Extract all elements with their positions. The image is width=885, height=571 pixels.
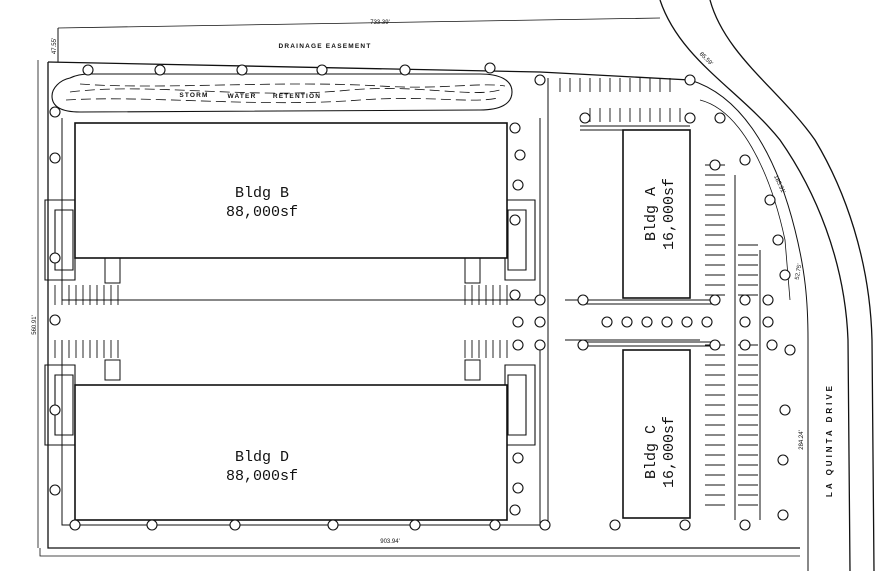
water-label: WATER xyxy=(228,93,257,100)
tree-icon xyxy=(739,316,751,328)
building-a: Bldg A 16,000sf xyxy=(622,129,691,299)
tree-icon xyxy=(739,154,751,166)
dimension-right-lower: 284.24' xyxy=(799,430,805,450)
tree-icon xyxy=(577,339,589,351)
tree-icon xyxy=(679,519,691,531)
tree-icon xyxy=(514,149,526,161)
tree-icon xyxy=(714,112,726,124)
tree-icon xyxy=(409,519,421,531)
tree-icon xyxy=(82,64,94,76)
dimension-curve-3: 52.75' xyxy=(795,263,804,280)
building-a-area: 16,000sf xyxy=(661,178,678,250)
landscape-trees xyxy=(49,62,796,531)
tree-icon xyxy=(762,316,774,328)
tree-icon xyxy=(601,316,613,328)
la-quinta-drive-label: LA QUINTA DRIVE xyxy=(825,383,834,497)
tree-icon xyxy=(512,482,524,494)
dimension-top: 733.39' xyxy=(370,20,390,26)
tree-icon xyxy=(777,509,789,521)
tree-icon xyxy=(661,316,673,328)
tree-icon xyxy=(49,106,61,118)
tree-icon xyxy=(49,314,61,326)
dimension-curve-1: 85.59' xyxy=(698,51,714,67)
tree-icon xyxy=(762,294,774,306)
tree-icon xyxy=(509,289,521,301)
tree-icon xyxy=(49,484,61,496)
tree-icon xyxy=(739,339,751,351)
tree-icon xyxy=(534,74,546,86)
dimension-bottom: 903.94' xyxy=(380,539,400,545)
tree-icon xyxy=(484,62,496,74)
tree-icon xyxy=(146,519,158,531)
tree-icon xyxy=(701,316,713,328)
tree-icon xyxy=(579,112,591,124)
tree-icon xyxy=(327,519,339,531)
tree-icon xyxy=(779,269,791,281)
building-c-area: 16,000sf xyxy=(661,416,678,488)
tree-icon xyxy=(766,339,778,351)
tree-icon xyxy=(49,252,61,264)
tree-icon xyxy=(684,112,696,124)
tree-icon xyxy=(772,234,784,246)
tree-icon xyxy=(489,519,501,531)
retention-label: RETENTION xyxy=(273,93,321,100)
tree-icon xyxy=(609,519,621,531)
tree-icon xyxy=(709,339,721,351)
tree-icon xyxy=(621,316,633,328)
tree-icon xyxy=(709,294,721,306)
parking-stalls xyxy=(54,78,758,506)
tree-icon xyxy=(512,339,524,351)
tree-icon xyxy=(229,519,241,531)
dimension-left: 560.91' xyxy=(32,315,38,335)
tree-icon xyxy=(779,404,791,416)
building-d-name: Bldg D xyxy=(235,449,289,466)
tree-icon xyxy=(49,152,61,164)
tree-icon xyxy=(534,316,546,328)
tree-icon xyxy=(512,179,524,191)
property-boundary xyxy=(37,17,800,557)
building-b: Bldg B 88,000sf xyxy=(74,122,508,259)
tree-icon xyxy=(49,404,61,416)
tree-icon xyxy=(684,74,696,86)
tree-icon xyxy=(739,294,751,306)
la-quinta-drive-road xyxy=(659,0,875,571)
tree-icon xyxy=(512,316,524,328)
building-d: Bldg D 88,000sf xyxy=(74,384,508,521)
tree-icon xyxy=(534,339,546,351)
tree-icon xyxy=(739,519,751,531)
drainage-easement-label: DRAINAGE EASEMENT xyxy=(279,43,372,50)
tree-icon xyxy=(69,519,81,531)
tree-icon xyxy=(784,344,796,356)
building-b-area: 88,000sf xyxy=(226,204,298,221)
tree-icon xyxy=(709,159,721,171)
building-d-area: 88,000sf xyxy=(226,468,298,485)
building-c: Bldg C 16,000sf xyxy=(622,349,691,519)
tree-icon xyxy=(509,122,521,134)
tree-icon xyxy=(399,64,411,76)
tree-icon xyxy=(534,294,546,306)
loading-docks xyxy=(44,199,536,446)
tree-icon xyxy=(509,504,521,516)
tree-icon xyxy=(641,316,653,328)
tree-icon xyxy=(681,316,693,328)
storm-label: STORM xyxy=(179,92,208,99)
planter-strips xyxy=(580,125,715,347)
tree-icon xyxy=(154,64,166,76)
tree-icon xyxy=(236,64,248,76)
tree-icon xyxy=(577,294,589,306)
tree-icon xyxy=(764,194,776,206)
building-c-name: Bldg C xyxy=(643,425,660,479)
building-b-name: Bldg B xyxy=(235,185,289,202)
tree-icon xyxy=(512,452,524,464)
dimension-curve-2: 185.91' xyxy=(772,174,786,194)
tree-icon xyxy=(509,214,521,226)
tree-icon xyxy=(539,519,551,531)
tree-icon xyxy=(777,454,789,466)
dimension-top-left: 47.55' xyxy=(52,38,58,54)
building-a-name: Bldg A xyxy=(643,187,660,241)
tree-icon xyxy=(316,64,328,76)
